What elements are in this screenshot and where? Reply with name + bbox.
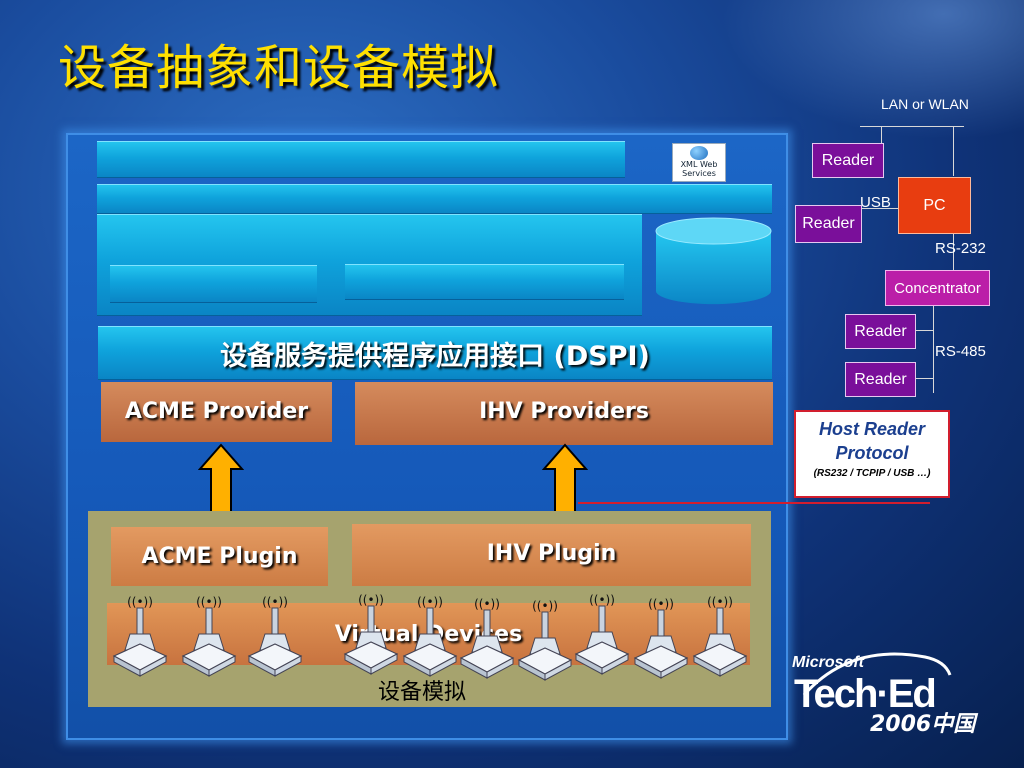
microsoft-wordmark: Microsoft xyxy=(792,654,865,671)
connector-line xyxy=(914,378,933,379)
rs232-label: RS-232 xyxy=(935,240,986,257)
acme-plugin-box: ACME Plugin xyxy=(111,527,328,586)
xml-web-services-badge: XML Web Services xyxy=(672,143,726,182)
xml-badge-line-1: XML Web xyxy=(680,160,718,169)
svg-text:((•)): ((•)) xyxy=(196,595,222,609)
xml-badge-line-2: Services xyxy=(682,169,716,178)
rfid-reader-antenna-icon: ((•)) xyxy=(181,595,237,677)
up-arrow-icon xyxy=(198,443,244,516)
edition-label: 2006中国 xyxy=(870,712,978,737)
ihv-providers-box: IHV Providers xyxy=(355,382,773,445)
svg-text:((•)): ((•)) xyxy=(358,593,384,607)
database-cylinder-icon xyxy=(655,217,772,305)
rfid-reader-antenna-icon: ((•)) xyxy=(574,593,630,675)
ihv-plugin-box: IHV Plugin xyxy=(352,524,751,586)
svg-text:((•)): ((•)) xyxy=(707,595,733,609)
rfid-reader-antenna-icon: ((•)) xyxy=(402,595,458,677)
rs232-line xyxy=(953,232,954,270)
connector-line xyxy=(914,330,933,331)
svg-text:((•)): ((•)) xyxy=(474,597,500,611)
rfid-reader-antenna-icon: ((•)) xyxy=(633,597,689,679)
connector-line xyxy=(953,126,954,176)
svg-text:((•)): ((•)) xyxy=(532,599,558,613)
host-reader-protocol-box: Host Reader Protocol (RS232 / TCPIP / US… xyxy=(794,410,950,498)
rs485-bus-line xyxy=(933,305,934,393)
reader-box: Reader xyxy=(795,205,862,243)
usb-line xyxy=(860,208,898,209)
microsoft-teched-logo: Microsoft Tech·Ed 2006中国 xyxy=(792,652,978,737)
svg-text:((•)): ((•)) xyxy=(417,595,443,609)
lan-label: LAN or WLAN xyxy=(881,96,969,112)
svg-text:((•)): ((•)) xyxy=(127,595,153,609)
reader-box: Reader xyxy=(845,362,916,397)
top-service-bar xyxy=(97,141,625,178)
usb-label: USB xyxy=(860,194,891,211)
teched-wordmark: Tech·Ed xyxy=(794,672,935,716)
reader-box: Reader xyxy=(845,314,916,349)
rs485-label: RS-485 xyxy=(935,343,986,360)
rfid-reader-antenna-icon: ((•)) xyxy=(517,599,573,681)
acme-provider-box: ACME Provider xyxy=(101,382,332,442)
host-protocol-title: Host Reader Protocol xyxy=(818,419,926,463)
pc-box: PC xyxy=(898,177,971,234)
protocol-link-line xyxy=(578,502,930,504)
svg-text:((•)): ((•)) xyxy=(589,593,615,607)
engine-sub-block-left xyxy=(110,265,317,303)
svg-text:((•)): ((•)) xyxy=(648,597,674,611)
lan-bus-line xyxy=(860,126,964,127)
rfid-reader-antenna-icon: ((•)) xyxy=(112,595,168,677)
rfid-reader-antenna-icon: ((•)) xyxy=(459,597,515,679)
up-arrow-icon xyxy=(542,443,588,516)
emulation-label: 设备模拟 xyxy=(378,680,467,705)
dspi-interface-bar: 设备服务提供程序应用接口 (DSPI) xyxy=(98,326,772,380)
second-service-bar xyxy=(97,184,772,214)
background-glow xyxy=(720,0,1024,140)
reader-box: Reader xyxy=(812,143,884,178)
engine-sub-block-right xyxy=(345,264,624,300)
concentrator-box: Concentrator xyxy=(885,270,990,306)
rfid-reader-antenna-icon: ((•)) xyxy=(247,595,303,677)
host-protocol-subtitle: (RS232 / TCPIP / USB …) xyxy=(813,468,931,479)
slide-title: 设备抽象和设备模拟 xyxy=(58,40,500,96)
connector-line xyxy=(881,126,882,156)
rfid-reader-antenna-icon: ((•)) xyxy=(692,595,748,677)
globe-icon xyxy=(690,146,708,160)
svg-text:((•)): ((•)) xyxy=(262,595,288,609)
rfid-reader-antenna-icon: ((•)) xyxy=(343,593,399,675)
